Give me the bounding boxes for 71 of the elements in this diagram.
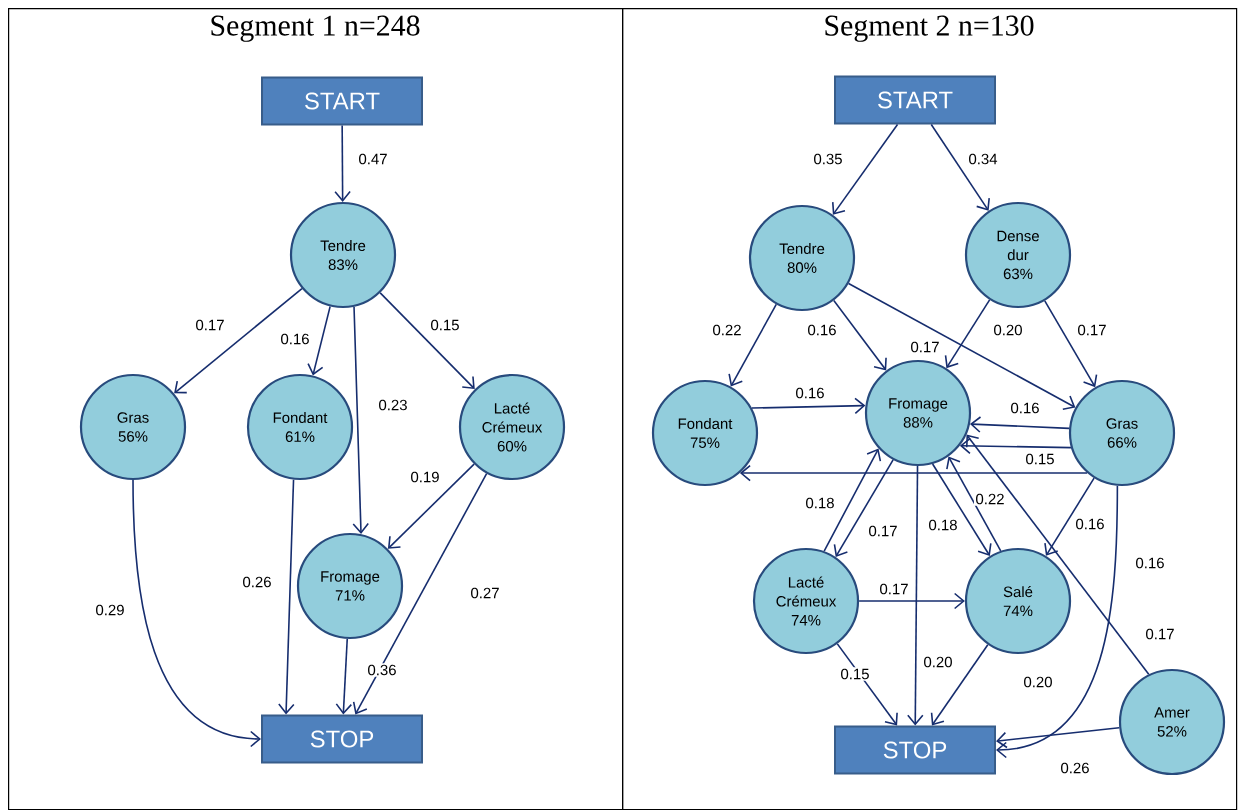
arrow: [833, 459, 894, 557]
arrow: [352, 306, 370, 535]
edge-label: 0.16: [793, 386, 827, 400]
arrow: [379, 292, 475, 390]
edge-label: 0.17: [877, 582, 911, 596]
edge-label: 0.17: [1075, 323, 1109, 337]
arrow: [1044, 300, 1098, 388]
arrow: [307, 305, 331, 376]
terminal-box: STOP: [834, 725, 996, 775]
arrow: [907, 465, 924, 726]
arrow: [174, 287, 303, 394]
arrow: [930, 123, 990, 211]
edge-label: 0.26: [1058, 761, 1092, 775]
arrow: [823, 448, 882, 552]
arrow: [969, 416, 1070, 433]
arrow: [1044, 477, 1095, 556]
arrow: [996, 726, 1120, 749]
arrow: [334, 124, 351, 202]
edge-label: 0.22: [973, 492, 1007, 506]
edge-label: 0.47: [356, 152, 390, 166]
edge-label: 0.15: [838, 667, 872, 681]
arrow: [959, 437, 1072, 455]
arrow: [996, 485, 1119, 759]
edge-label: 0.19: [408, 470, 442, 484]
edge-label: 0.17: [193, 318, 227, 332]
arrow: [833, 299, 887, 371]
arrow: [836, 643, 898, 726]
edge-label: 0.15: [428, 318, 462, 332]
arrow: [847, 282, 1076, 410]
arrow: [387, 463, 475, 549]
arrow: [739, 464, 1088, 482]
edge-label: 0.16: [1133, 556, 1167, 570]
edge-label: 0.16: [278, 332, 312, 346]
arrow: [930, 643, 989, 726]
edge-label: 0.15: [1023, 452, 1057, 466]
arrow: [278, 478, 295, 715]
terminal-box: START: [261, 76, 423, 126]
edge-label: 0.29: [93, 603, 127, 617]
edge-label: 0.16: [1073, 517, 1107, 531]
arrow: [946, 456, 1002, 552]
edge-label: 0.17: [866, 524, 900, 538]
arrow: [944, 299, 991, 369]
panel-title: Segment 1 n=248: [211, 15, 420, 42]
arrow: [132, 479, 261, 748]
arrow: [751, 397, 866, 415]
edge-label: 0.18: [926, 518, 960, 532]
panel-title: Segment 2 n=130: [825, 15, 1034, 42]
edge-label: 0.23: [376, 398, 410, 412]
edge-label: 0.26: [240, 575, 274, 589]
edge-label: 0.17: [908, 340, 942, 354]
arrow: [931, 463, 992, 556]
arrow: [831, 123, 899, 215]
edge-label: 0.18: [803, 496, 837, 510]
arrow: [965, 434, 1150, 676]
edge-label: 0.17: [1143, 627, 1177, 641]
edge-label: 0.36: [365, 663, 399, 677]
arrow: [728, 303, 778, 387]
edge-label: 0.35: [811, 152, 845, 166]
edge-label: 0.27: [468, 586, 502, 600]
arrow: [335, 638, 353, 715]
arrow: [858, 592, 965, 610]
edge-label: 0.20: [921, 655, 955, 669]
edge-label: 0.34: [966, 152, 1000, 166]
edge-label: 0.16: [805, 323, 839, 337]
arrow: [352, 472, 488, 715]
terminal-box: STOP: [261, 714, 423, 764]
edge-label: 0.22: [710, 323, 744, 337]
terminal-box: START: [834, 75, 996, 125]
edge-label: 0.20: [1021, 675, 1055, 689]
edge-label: 0.16: [1008, 401, 1042, 415]
edge-label: 0.20: [991, 323, 1025, 337]
